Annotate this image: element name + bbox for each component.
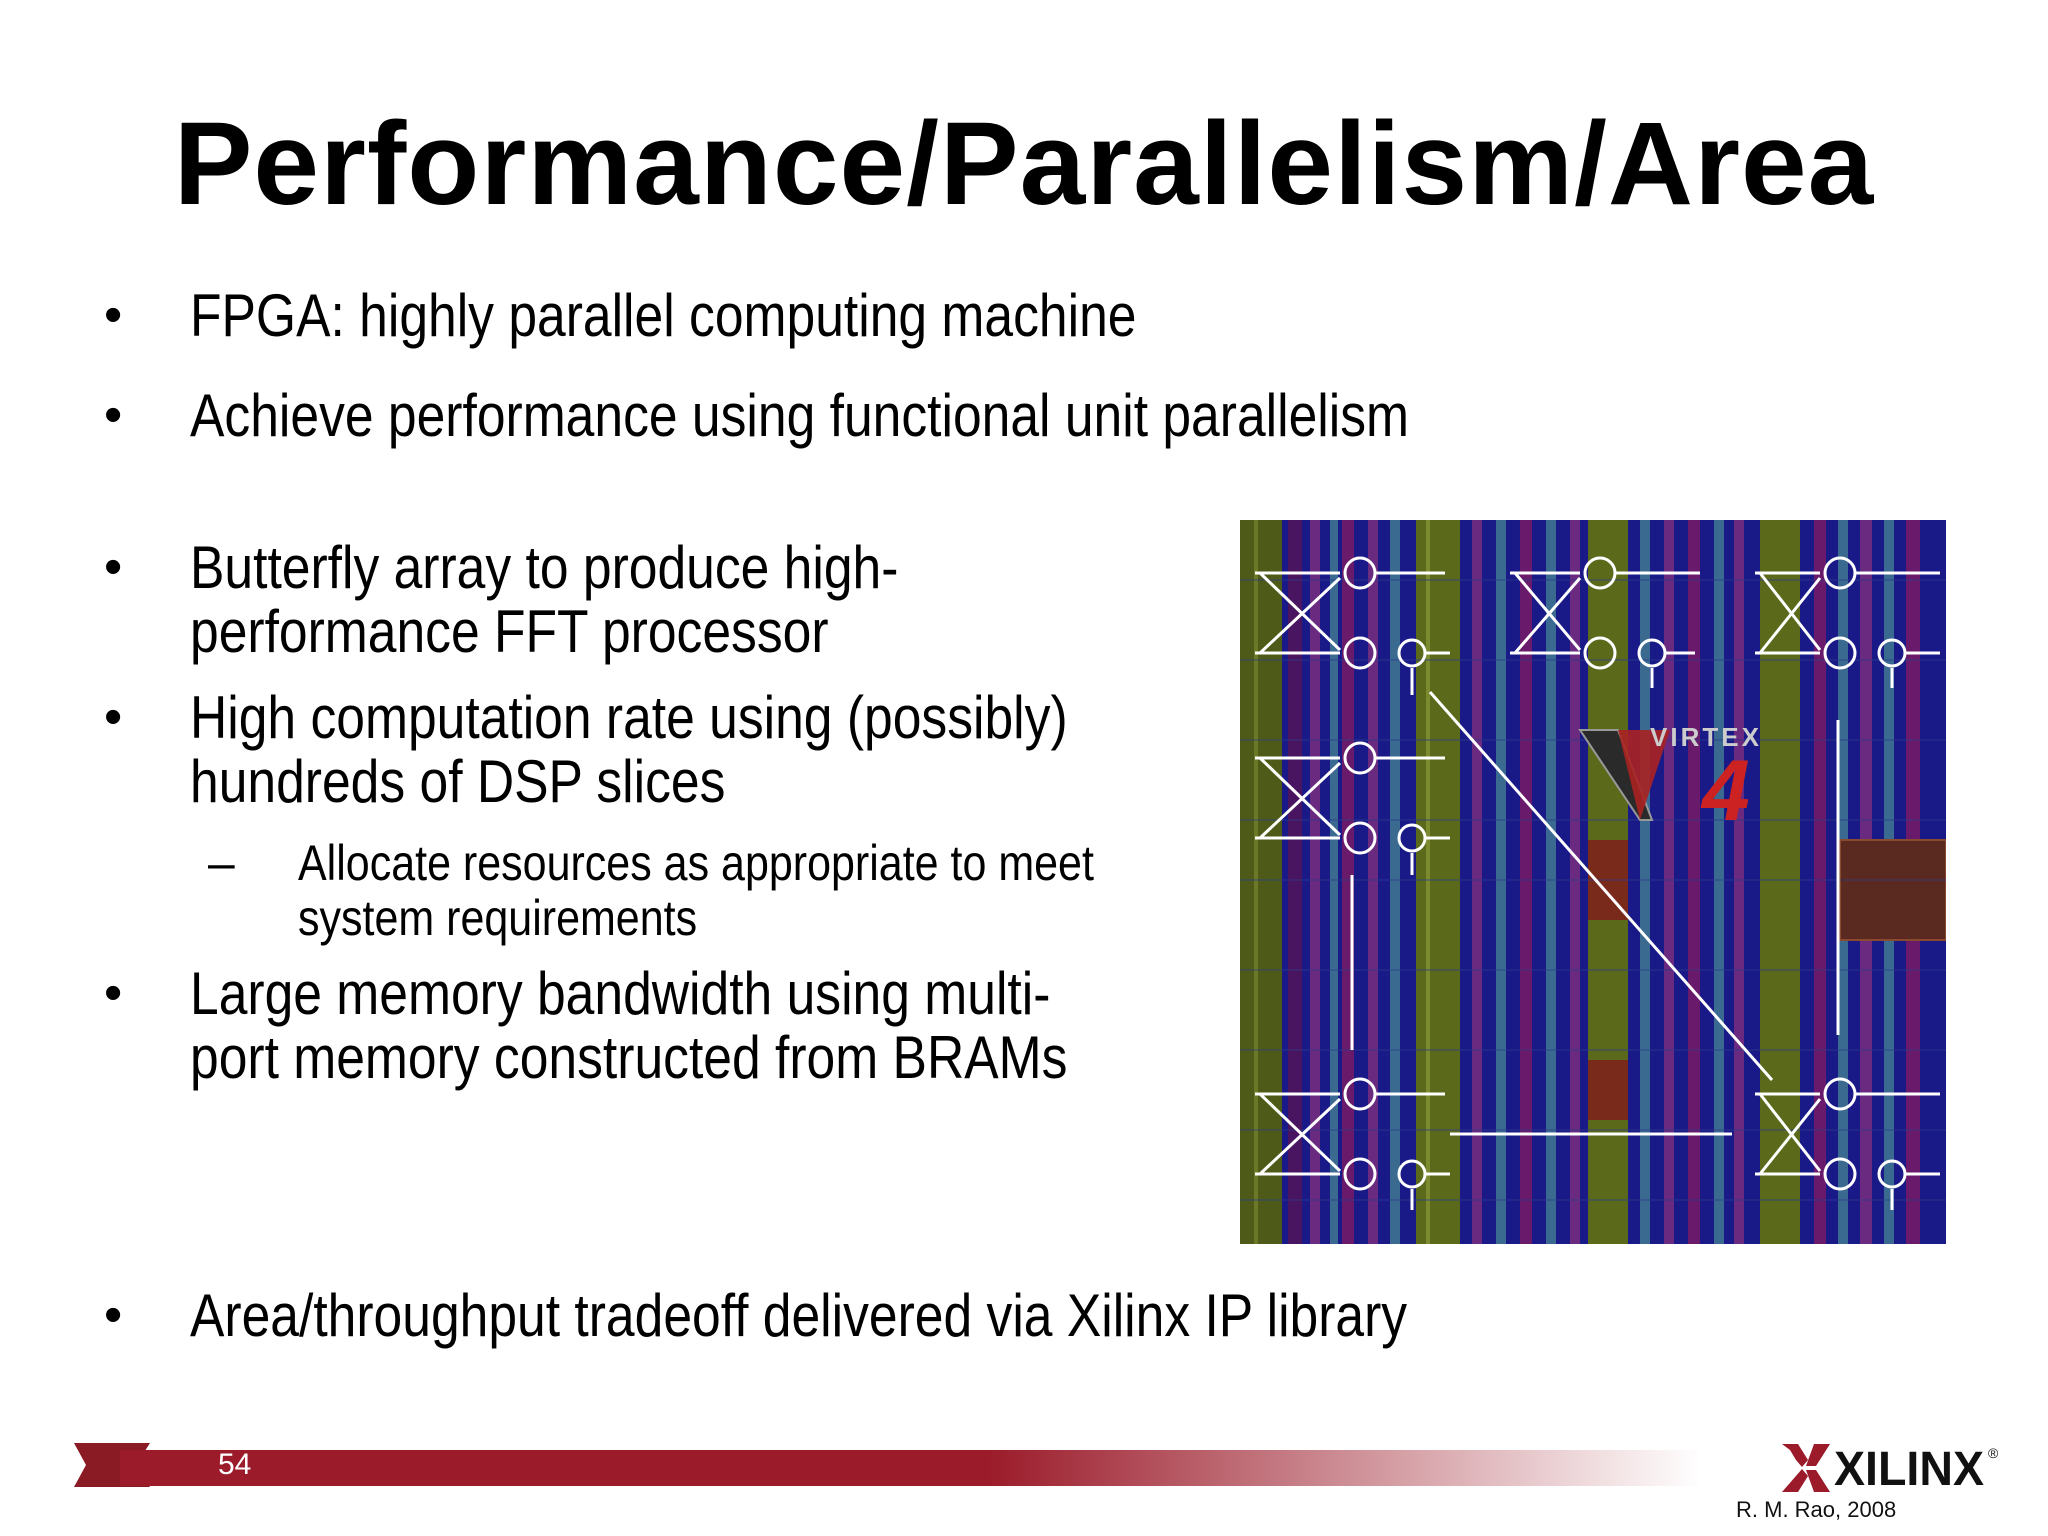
bullet-text: Area/throughput tradeoff delivered via X… [190,1282,1408,1349]
bullet-item: • FPGA: highly parallel computing machin… [0,284,1291,348]
bullet-item: • Butterfly array to produce high- perfo… [0,536,1014,664]
bullet-line: High computation rate using (possibly) [190,684,1068,751]
bullet-marker: • [104,964,123,1022]
bullet-text: Achieve performance using functional uni… [190,382,1409,449]
sub-bullet-text: Allocate resources as appropriate to mee… [298,836,1094,946]
bullet-line: port memory constructed from BRAMs [190,1024,1068,1091]
bullet-line: Butterfly array to produce high- [190,534,899,601]
bullet-text: FPGA: highly parallel computing machine [190,282,1137,349]
bullet-line: Large memory bandwidth using multi- [190,960,1051,1027]
virtex-4-logo: VIRTEX 4 [1578,722,1762,839]
slide-title: Performance/Parallelism/Area [173,98,1875,230]
page-number: 54 [218,1448,252,1481]
bullet-item: • Area/throughput tradeoff delivered via… [0,1284,1605,1348]
registered-mark: ® [1988,1445,1999,1461]
bullet-marker: • [104,1286,123,1344]
bullet-marker: • [104,688,123,746]
xilinx-logo-text: XILINX [1834,1443,1984,1496]
xilinx-logo: XILINX ® [1776,1436,2006,1498]
bullet-line: hundreds of DSP slices [190,748,726,815]
bullet-text: Butterfly array to produce high- perform… [190,536,898,664]
bullet-marker: • [104,386,123,444]
bullet-item: • Achieve performance using functional u… [0,384,1607,448]
sub-bullet-item: – Allocate resources as appropriate to m… [104,836,1224,946]
bullet-marker: • [104,538,123,596]
bullet-text: High computation rate using (possibly) h… [190,686,1068,814]
fft-floorplan-figure: VIRTEX 4 [1240,520,1946,1244]
bullet-item: • Large memory bandwidth using multi- po… [0,962,1210,1090]
bullet-text: Large memory bandwidth using multi- port… [190,962,1067,1090]
sub-bullet-marker: – [208,837,235,890]
xilinx-logo-mark: XILINX ® [1782,1443,1999,1496]
bullet-line: system requirements [298,890,698,946]
footer-bar [74,1443,2048,1487]
virtex-logo-text: VIRTEX [1650,722,1762,752]
bullet-item: • High computation rate using (possibly)… [0,686,1211,814]
bullet-line: performance FFT processor [190,598,829,665]
author-credit: R. M. Rao, 2008 [1736,1497,1897,1522]
virtex-logo-number: 4 [1700,743,1750,839]
bullet-line: Allocate resources as appropriate to mee… [298,835,1094,891]
bullet-marker: • [104,286,123,344]
butterfly-diagram [1255,556,1940,1210]
